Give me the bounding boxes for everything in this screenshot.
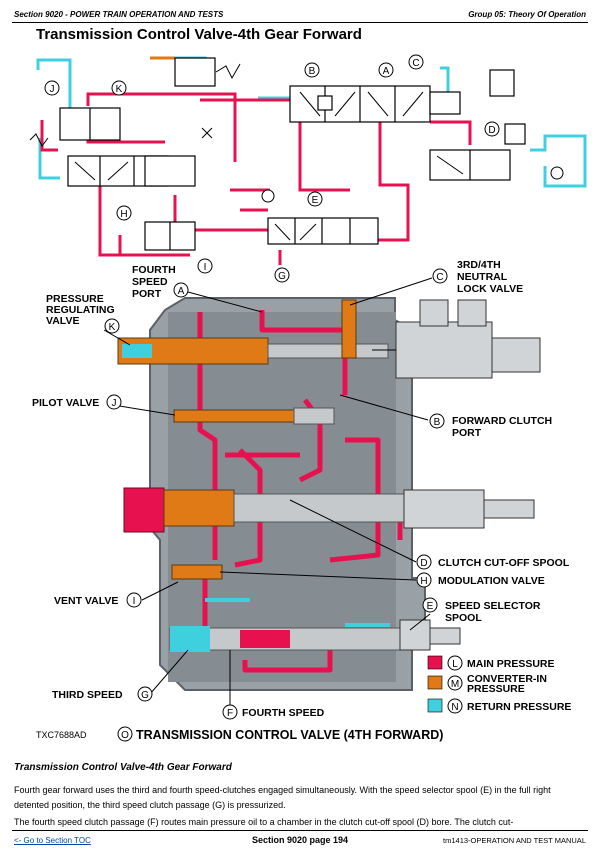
paragraph: Fourth gear forward uses the third and f… [14,785,551,810]
callout-k: K [104,318,120,334]
label-modulation: MODULATION VALVE [438,575,545,587]
callout-i-top: I [197,258,213,274]
callout-c: C [432,268,448,284]
header-group: Group 05: Theory Of Operation [468,10,586,19]
svg-text:O: O [121,730,129,741]
svg-text:I: I [133,596,136,607]
callout-g-top: G [274,267,290,283]
component-labels: FOURTH SPEED PORT 3RD/4TH NEUTRAL LOCK V… [32,259,570,720]
label-pressure-regulating-3: VALVE [46,315,79,327]
callout-b-top: B [304,62,320,78]
label-pressure-regulating-2: REGULATING [46,304,115,316]
svg-text:PRESSURE: PRESSURE [467,683,525,695]
label-third-speed: THIRD SPEED [52,689,123,701]
footer-rule [12,830,588,831]
callout-c-top: C [408,54,424,70]
svg-text:H: H [420,576,427,587]
callout-h: H [416,572,432,588]
header-section: Section 9020 - POWER TRAIN OPERATION AND… [14,10,224,19]
svg-text:M: M [451,679,459,690]
svg-text:G: G [278,271,286,282]
svg-text:J: J [112,398,117,409]
hydraulic-diagram: A B C D E G H I J K A C K J B D H I E G … [29,54,587,742]
page-number: Section 9020 page 194 [251,835,349,845]
callout-j: J [106,394,122,410]
svg-text:C: C [436,272,443,283]
svg-text:N: N [451,702,458,713]
page-title: Transmission Control Valve-4th Gear Forw… [36,26,362,43]
legend-item-converter: M CONVERTER-IN PRESSURE [427,673,547,695]
svg-text:B: B [434,417,441,428]
label-neutral-lock-1: 3RD/4TH [457,259,501,271]
manual-name: tm1413-OPERATION AND TEST MANUAL [443,836,586,845]
label-speed-selector-1: SPEED SELECTOR [445,600,541,612]
callout-g: G [137,686,153,702]
callout-b: B [429,413,445,429]
svg-text:K: K [116,84,123,95]
leader-lines [103,277,433,706]
legend-item-return: N RETURN PRESSURE [427,698,571,714]
svg-text:CONVERTER-IN: CONVERTER-IN [467,673,547,685]
svg-text:RETURN PRESSURE: RETURN PRESSURE [467,701,571,713]
label-fourth-speed-port-1: FOURTH [132,264,176,276]
callout-d-top: D [484,121,500,137]
valve-cutaway [117,297,541,691]
label-fourth-speed-port-2: SPEED [132,276,168,288]
label-neutral-lock-2: NEUTRAL [457,271,508,283]
section-title: Transmission Control Valve-4th Gear Forw… [14,762,232,773]
svg-text:I: I [204,262,207,273]
legend-item-main: L MAIN PRESSURE [427,655,555,671]
label-forward-clutch-1: FORWARD CLUTCH [452,415,552,427]
callout-k-top: K [111,80,127,96]
label-pilot-valve: PILOT VALVE [32,397,99,409]
schematic [29,56,587,265]
svg-text:K: K [109,322,116,333]
svg-text:D: D [488,125,495,136]
svg-text:L: L [452,659,458,670]
label-fourth-speed-port-3: PORT [132,288,162,300]
svg-text:H: H [120,209,127,220]
label-clutch-cutoff: CLUTCH CUT-OFF SPOOL [438,557,570,569]
svg-text:F: F [227,708,233,719]
svg-text:TRANSMISSION CONTROL VALVE (4T: TRANSMISSION CONTROL VALVE (4TH FORWARD) [136,728,443,742]
callout-h-top: H [116,205,132,221]
svg-text:A: A [178,286,185,297]
callout-a: A [173,282,189,298]
svg-text:C: C [412,58,419,69]
callout-f: F [222,704,238,720]
callout-i: I [126,592,142,608]
svg-text:A: A [383,66,390,77]
label-speed-selector-2: SPOOL [445,612,482,624]
label-forward-clutch-2: PORT [452,427,482,439]
callout-d: D [416,554,432,570]
callout-a-top: A [378,62,394,78]
paragraph: The fourth speed clutch passage (F) rout… [14,817,514,827]
toc-link[interactable]: <- Go to Section TOC [14,836,91,845]
svg-text:MAIN PRESSURE: MAIN PRESSURE [467,658,555,670]
svg-text:E: E [427,601,434,612]
pressure-legend: L MAIN PRESSURE M CONVERTER-IN PRESSURE … [427,655,571,714]
svg-text:D: D [420,558,427,569]
svg-text:E: E [312,195,319,206]
callout-e-top: E [307,191,323,207]
label-vent-valve: VENT VALVE [54,595,118,607]
label-neutral-lock-3: LOCK VALVE [457,283,523,295]
svg-text:J: J [50,84,55,95]
callout-circles: A B C D E G H I J K A C K J B D H I E G [44,54,500,702]
figure-code: TXC7688AD [36,730,87,740]
callout-e: E [422,597,438,613]
svg-text:B: B [309,66,316,77]
page-header: Section 9020 - POWER TRAIN OPERATION AND… [0,0,600,23]
svg-text:G: G [141,690,149,701]
figure-caption: O TRANSMISSION CONTROL VALVE (4TH FORWAR… [117,726,443,742]
label-fourth-speed: FOURTH SPEED [242,707,325,719]
label-pressure-regulating-1: PRESSURE [46,293,104,305]
header-rule [12,22,588,23]
callout-j-top: J [44,80,60,96]
